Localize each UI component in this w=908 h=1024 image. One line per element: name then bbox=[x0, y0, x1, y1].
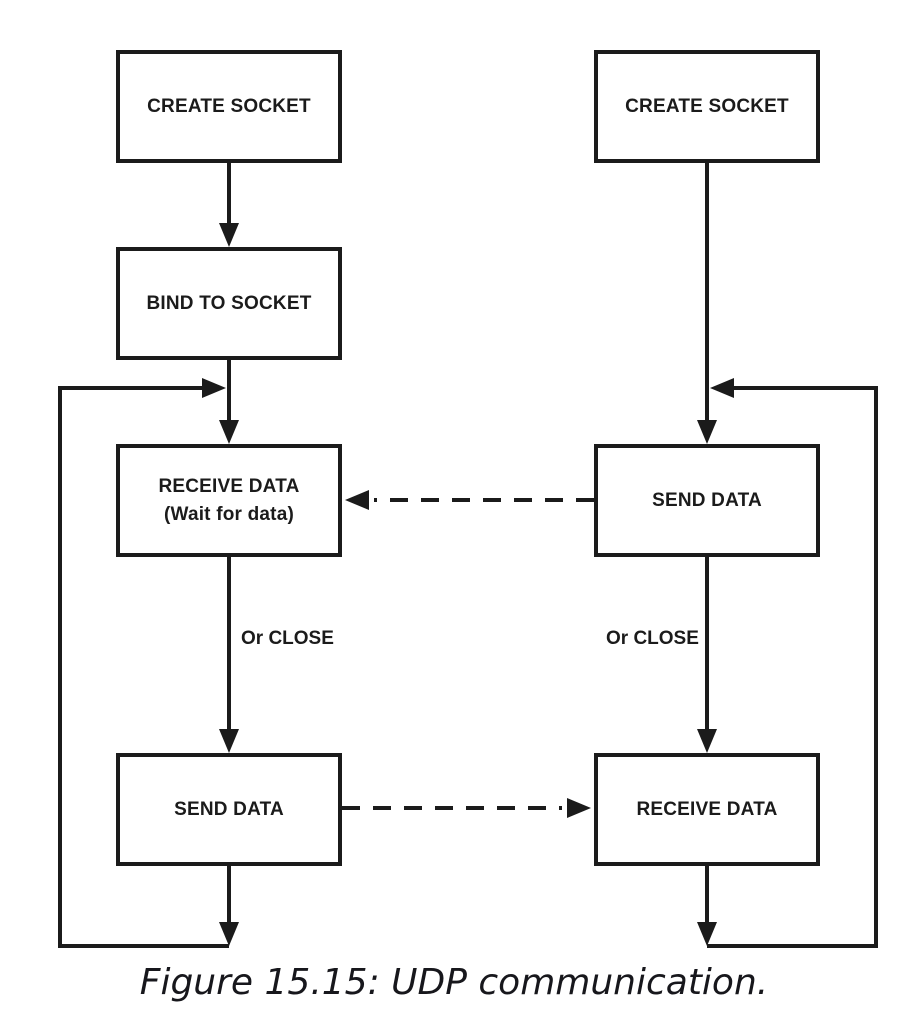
arrow-right-create-to-send bbox=[697, 163, 717, 444]
dashed-arrow-left-send-to-right-receive bbox=[342, 798, 591, 818]
arrow-left-receive-to-send bbox=[219, 557, 239, 753]
box-label: RECEIVE DATA bbox=[636, 798, 778, 820]
figure-caption: Figure 15.15: UDP communication. bbox=[139, 962, 769, 1003]
box-label: BIND TO SOCKET bbox=[146, 292, 312, 314]
box-create-socket-right: CREATE SOCKET bbox=[594, 50, 820, 163]
box-label-line1: RECEIVE DATA bbox=[158, 475, 300, 497]
or-close-label-left: Or CLOSE bbox=[241, 628, 334, 649]
box-label: SEND DATA bbox=[174, 798, 284, 820]
box-create-socket-left: CREATE SOCKET bbox=[116, 50, 342, 163]
or-close-label-right: Or CLOSE bbox=[606, 628, 699, 649]
box-label: CREATE SOCKET bbox=[625, 95, 789, 117]
loop-left-return-path bbox=[58, 378, 229, 948]
arrow-left-bind-to-receive bbox=[219, 360, 239, 444]
loop-right-return-path bbox=[707, 378, 878, 948]
box-label: CREATE SOCKET bbox=[147, 95, 311, 117]
arrow-left-send-to-loop bbox=[219, 866, 239, 946]
dashed-arrow-right-send-to-left-receive bbox=[345, 490, 594, 510]
box-label-line2: (Wait for data) bbox=[163, 503, 294, 525]
box-label: SEND DATA bbox=[652, 489, 762, 511]
arrow-left-create-to-bind bbox=[219, 163, 239, 247]
box-send-data-left: SEND DATA bbox=[116, 753, 342, 866]
box-receive-data-left: RECEIVE DATA (Wait for data) bbox=[116, 444, 342, 557]
arrow-right-receive-to-loop bbox=[697, 866, 717, 946]
box-receive-data-right: RECEIVE DATA bbox=[594, 753, 820, 866]
arrow-right-send-to-receive bbox=[697, 557, 717, 753]
box-bind-to-socket: BIND TO SOCKET bbox=[116, 247, 342, 360]
box-send-data-right: SEND DATA bbox=[594, 444, 820, 557]
